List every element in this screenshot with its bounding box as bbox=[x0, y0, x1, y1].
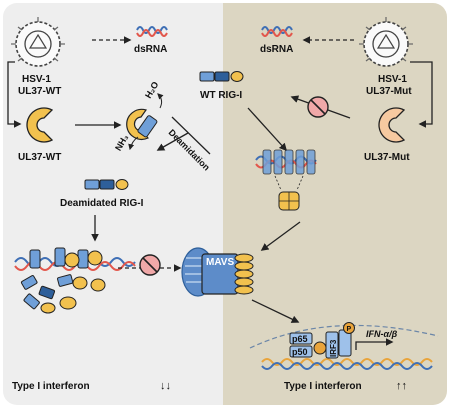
mavs-to-nucleus-arrow bbox=[251, 299, 300, 323]
deamidated-aggregate-icon bbox=[14, 247, 136, 314]
left-outcome-arrows: ↓↓ bbox=[160, 380, 171, 392]
transcription-start-arrow bbox=[355, 338, 394, 350]
deamidation-complex-icon bbox=[126, 108, 158, 140]
phospho-label: P bbox=[347, 326, 352, 333]
deamidation-arrow bbox=[156, 132, 189, 151]
deamidation-line bbox=[171, 116, 211, 155]
right-dsrna-label: dsRNA bbox=[260, 44, 293, 55]
left-virus-name: HSV-1 bbox=[22, 74, 51, 85]
left-inhibition-icon bbox=[139, 254, 161, 276]
right-dsrna-icon bbox=[261, 26, 293, 37]
left-dsrna-icon bbox=[136, 26, 168, 37]
transcription-complex-icon bbox=[289, 322, 355, 359]
rig-i-filament-icon bbox=[255, 149, 317, 211]
right-inhibition-icon bbox=[307, 96, 329, 118]
dna-icon bbox=[261, 358, 433, 370]
deamidated-rig-i-icon bbox=[84, 179, 129, 190]
right-protein-label: UL37-Mut bbox=[364, 152, 410, 163]
ul37-mut-protein-icon bbox=[378, 107, 406, 143]
filament-to-mavs-arrow bbox=[260, 221, 301, 251]
tf-irf3-label: IRF3 bbox=[329, 339, 338, 357]
product-label: Deamidated RIG-I bbox=[60, 198, 144, 209]
mavs-icon bbox=[201, 253, 254, 295]
hsv1-wt-virus-icon bbox=[11, 17, 65, 67]
water-arrow bbox=[157, 93, 164, 109]
rig-to-filament-arrow bbox=[247, 107, 288, 152]
wt-rig-i-icon bbox=[199, 71, 244, 82]
right-outcome-label: Type I interferon bbox=[284, 381, 362, 392]
right-virus-strain: UL37-Mut bbox=[366, 86, 412, 97]
right-outcome-arrows: ↑↑ bbox=[396, 380, 407, 392]
gene-label: IFN-α/β bbox=[366, 329, 398, 339]
nuclear-membrane bbox=[249, 324, 439, 349]
left-dsrna-label: dsRNA bbox=[134, 44, 167, 55]
left-virus-strain: UL37-WT bbox=[18, 86, 61, 97]
right-virus-to-ul37-arrow bbox=[410, 61, 433, 128]
ul37-wt-protein-icon bbox=[26, 107, 54, 143]
right-virus-name: HSV-1 bbox=[378, 74, 407, 85]
left-protein-label: UL37-WT bbox=[18, 152, 61, 163]
tf-p50-label: p50 bbox=[292, 347, 308, 357]
right-panel-background bbox=[223, 3, 447, 405]
adaptor-label: MAVS bbox=[206, 257, 234, 268]
ammonia-arrow bbox=[128, 136, 139, 151]
left-virus-to-ul37-arrow bbox=[7, 61, 22, 128]
receptor-label: WT RIG-I bbox=[200, 90, 242, 101]
tf-p65-label: p65 bbox=[292, 334, 308, 344]
hsv1-mut-virus-icon bbox=[359, 17, 413, 67]
left-outcome-label: Type I interferon bbox=[12, 381, 90, 392]
